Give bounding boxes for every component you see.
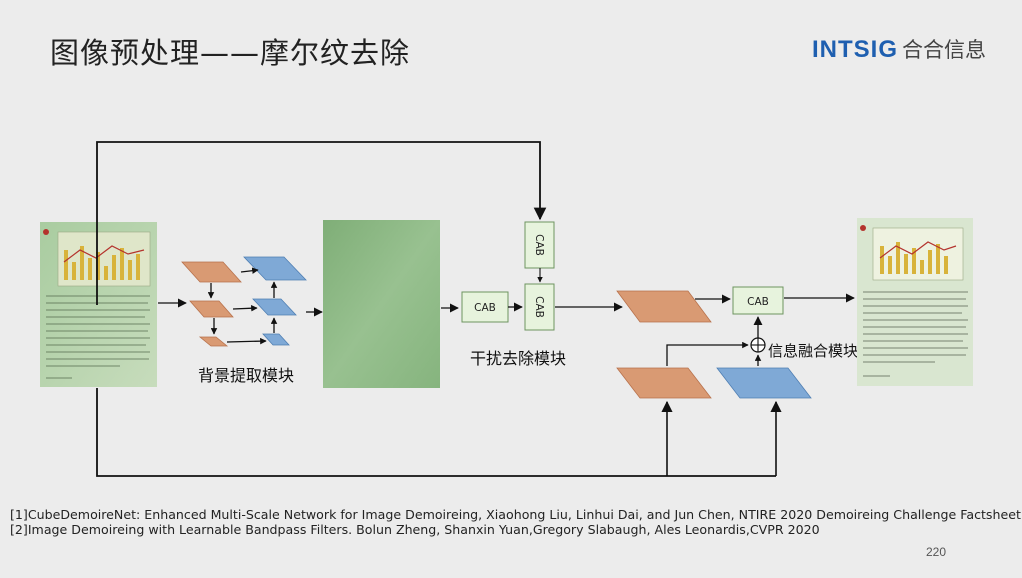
background-extraction-blocks <box>181 256 307 347</box>
fusion-orange-block-top <box>616 290 712 323</box>
logo-text: INTSIG <box>811 36 898 63</box>
background-feature-image <box>323 220 440 388</box>
arrow-orange-to-sum <box>666 341 749 366</box>
output-clean-image <box>857 218 973 386</box>
pyramid-arrows <box>158 267 323 345</box>
top-skip-connection <box>96 141 547 305</box>
label-background-module: 背景提取模块 <box>198 366 294 385</box>
slide-title: 图像预处理——摩尔纹去除 <box>50 36 411 70</box>
input-moire-image <box>40 222 157 387</box>
fusion-blue-block <box>716 367 812 399</box>
reference-2: [2]Image Demoireing with Learnable Bandp… <box>10 522 820 537</box>
cab-label-4: CAB <box>747 296 769 308</box>
fusion-orange-block-bottom <box>616 367 712 399</box>
cab-block-horizontal: CAB <box>461 291 509 323</box>
reference-1: [1]CubeDemoireNet: Enhanced Multi-Scale … <box>10 507 1021 522</box>
cab-label-3: CAB <box>533 296 545 318</box>
cab-label-2: CAB <box>533 234 545 256</box>
bottom-connection <box>96 388 776 477</box>
label-fusion-module: 信息融合模块 <box>768 342 858 360</box>
cab-block-fusion: CAB <box>732 286 784 315</box>
company-logo: INTSIG 合合信息 <box>812 34 986 64</box>
page-number: 220 <box>925 545 946 559</box>
logo-cn-text: 合合信息 <box>902 38 986 62</box>
cab-label-1: CAB <box>474 302 496 314</box>
sum-node <box>750 337 766 353</box>
label-interference-module: 干扰去除模块 <box>470 349 566 368</box>
cab-block-vertical-bottom: CAB <box>524 283 555 331</box>
cab-block-vertical-top: CAB <box>524 221 555 269</box>
